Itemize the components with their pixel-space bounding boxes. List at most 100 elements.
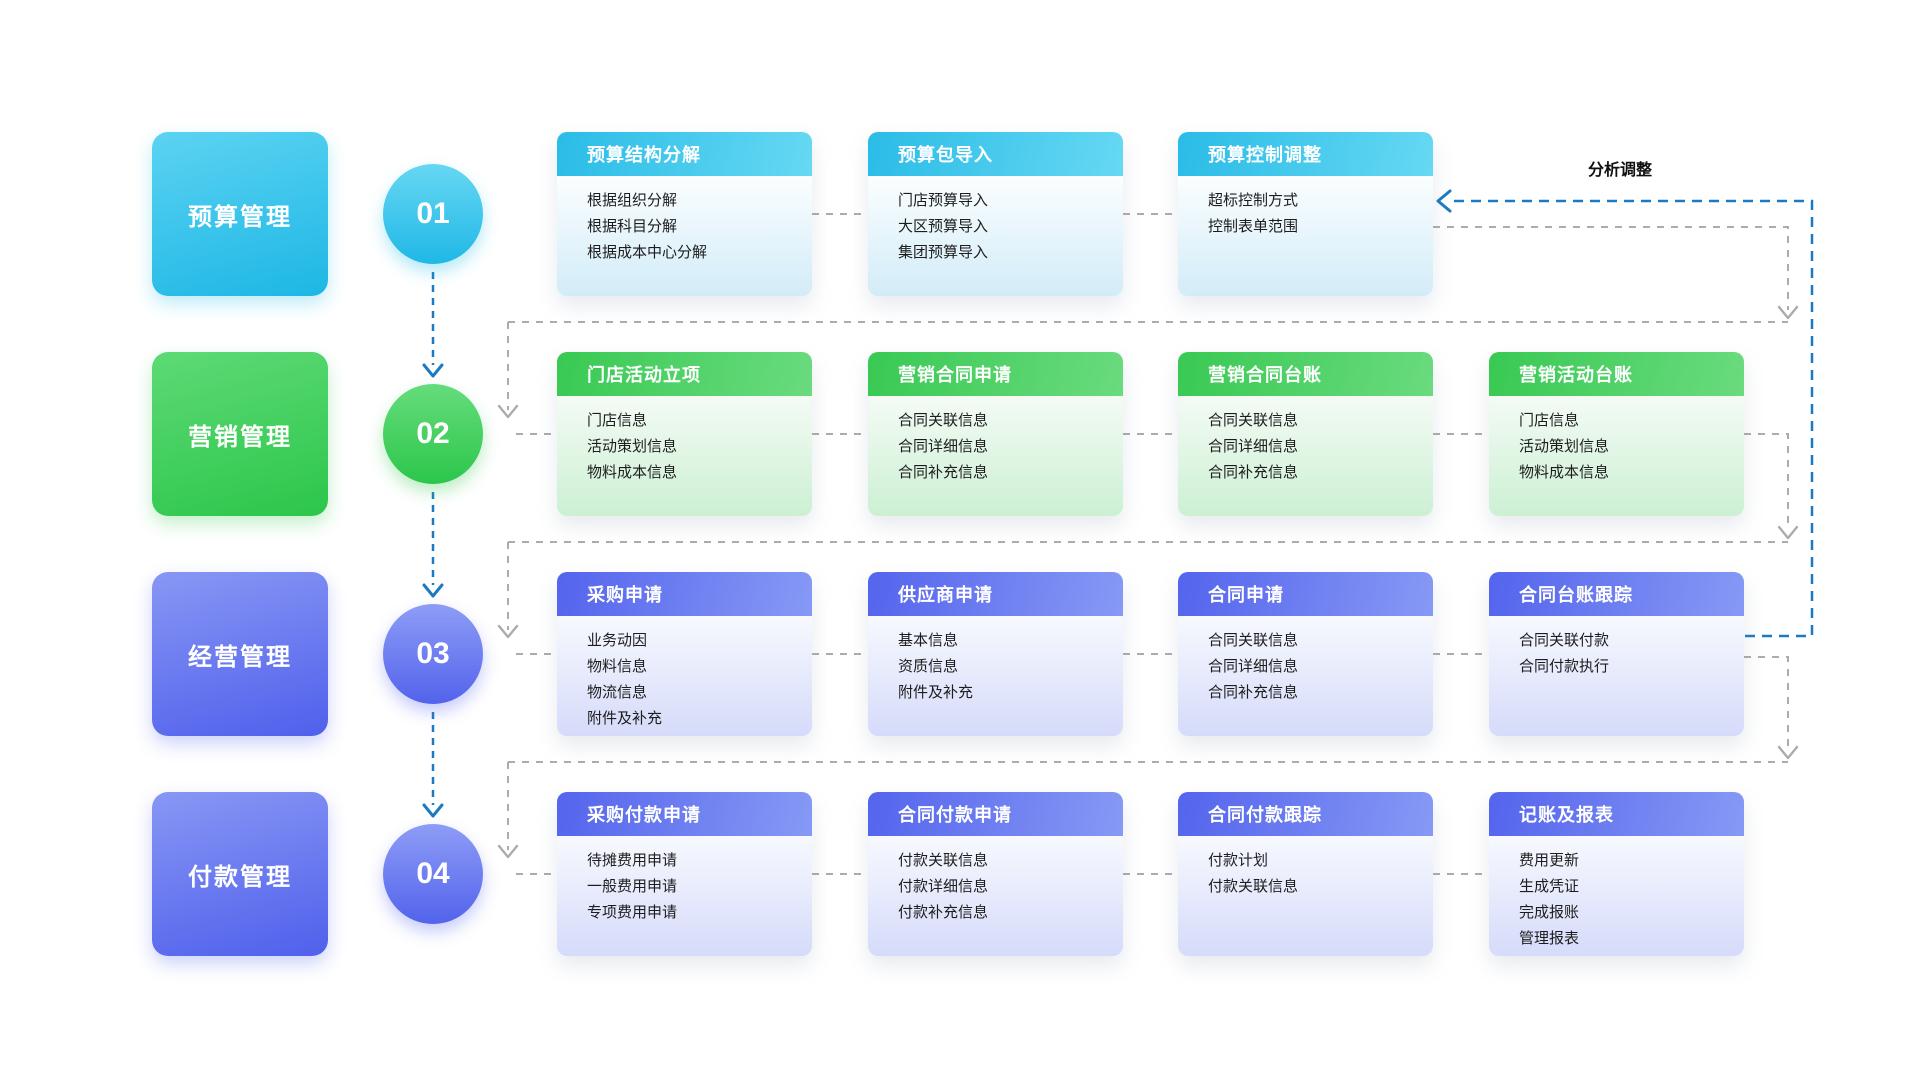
card-title: 门店活动立项 <box>557 352 812 396</box>
card-contract-payment-apply: 合同付款申请 付款关联信息 付款详细信息 付款补充信息 <box>868 792 1123 956</box>
card-item: 合同补充信息 <box>1208 684 1299 701</box>
card-item: 门店信息 <box>587 412 648 429</box>
stage-card-operations: 经营管理 <box>152 572 328 736</box>
stage-label: 经营管理 <box>188 643 292 671</box>
card-item: 附件及补充 <box>898 684 974 701</box>
card-item: 物料成本信息 <box>1519 464 1610 481</box>
card-title: 合同付款申请 <box>868 792 1123 836</box>
card-budget-structure: 预算结构分解 根据组织分解 根据科目分解 根据成本中心分解 <box>557 132 812 296</box>
card-item: 完成报账 <box>1519 904 1580 921</box>
arrow-down-icon <box>422 803 444 818</box>
card-body: 业务动因 物料信息 物流信息 附件及补充 <box>557 616 812 736</box>
card-item: 专项费用申请 <box>587 904 678 921</box>
card-item: 根据科目分解 <box>587 218 678 235</box>
arrow-down-icon <box>422 363 444 378</box>
card-body: 待摊费用申请 一般费用申请 专项费用申请 <box>557 836 812 956</box>
card-title: 采购付款申请 <box>557 792 812 836</box>
card-contract-payment-track: 合同付款跟踪 付款计划 付款关联信息 <box>1178 792 1433 956</box>
connector-r1-exit <box>1433 226 1789 310</box>
card-marketing-contract-apply: 营销合同申请 合同关联信息 合同详细信息 合同补充信息 <box>868 352 1123 516</box>
card-title: 营销合同台账 <box>1178 352 1433 396</box>
card-purchase-apply: 采购申请 业务动因 物料信息 物流信息 附件及补充 <box>557 572 812 736</box>
card-item: 根据组织分解 <box>587 192 678 209</box>
card-title: 合同付款跟踪 <box>1178 792 1433 836</box>
feedback-label: 分析调整 <box>1587 162 1652 179</box>
step-circle-04: 04 <box>383 824 483 924</box>
card-item: 资质信息 <box>898 658 959 675</box>
card-contract-apply: 合同申请 合同关联信息 合同详细信息 合同补充信息 <box>1178 572 1433 736</box>
card-body: 门店信息 活动策划信息 物料成本信息 <box>557 396 812 516</box>
card-item: 合同详细信息 <box>1208 658 1299 675</box>
card-item: 合同详细信息 <box>898 438 989 455</box>
card-body: 合同关联信息 合同详细信息 合同补充信息 <box>868 396 1123 516</box>
card-item: 合同关联信息 <box>1208 412 1299 429</box>
card-item: 超标控制方式 <box>1208 192 1299 209</box>
step-circle-01: 01 <box>383 164 483 264</box>
card-item: 合同关联信息 <box>1208 632 1299 649</box>
card-title: 合同台账跟踪 <box>1489 572 1744 616</box>
arrow-down-icon <box>1777 525 1799 540</box>
card-title: 合同申请 <box>1178 572 1433 616</box>
card-item: 门店信息 <box>1519 412 1580 429</box>
stage-label: 预算管理 <box>188 203 292 231</box>
card-item: 付款详细信息 <box>898 878 989 895</box>
card-title: 预算包导入 <box>868 132 1123 176</box>
card-item: 附件及补充 <box>587 710 663 727</box>
arrow-down-icon <box>497 624 519 639</box>
card-item: 物料信息 <box>587 658 648 675</box>
card-title: 预算控制调整 <box>1178 132 1433 176</box>
card-contract-ledger-track: 合同台账跟踪 合同关联付款 合同付款执行 <box>1489 572 1744 736</box>
card-item: 根据成本中心分解 <box>587 244 708 261</box>
arrow-down-icon <box>422 583 444 598</box>
card-item: 待摊费用申请 <box>587 852 678 869</box>
card-bookkeeping-reports: 记账及报表 费用更新 生成凭证 完成报账 管理报表 <box>1489 792 1744 956</box>
card-item: 基本信息 <box>898 632 959 649</box>
step-circle-03: 03 <box>383 604 483 704</box>
card-item: 物料成本信息 <box>587 464 678 481</box>
card-body: 根据组织分解 根据科目分解 根据成本中心分解 <box>557 176 812 296</box>
card-supplier-apply: 供应商申请 基本信息 资质信息 附件及补充 <box>868 572 1123 736</box>
connector-r3-exit <box>1744 656 1789 750</box>
card-item: 控制表单范围 <box>1208 218 1299 235</box>
arrow-down-icon <box>497 844 519 859</box>
stage-label: 付款管理 <box>188 863 292 891</box>
card-item: 物流信息 <box>587 684 648 701</box>
card-marketing-activity-ledger: 营销活动台账 门店信息 活动策划信息 物料成本信息 <box>1489 352 1744 516</box>
card-title: 供应商申请 <box>868 572 1123 616</box>
connector-r2-exit <box>1744 433 1789 530</box>
card-item: 合同补充信息 <box>898 464 989 481</box>
card-body: 合同关联付款 合同付款执行 <box>1489 616 1744 736</box>
card-item: 合同补充信息 <box>1208 464 1299 481</box>
card-title: 预算结构分解 <box>557 132 812 176</box>
card-purchase-payment-apply: 采购付款申请 待摊费用申请 一般费用申请 专项费用申请 <box>557 792 812 956</box>
card-item: 付款补充信息 <box>898 904 989 921</box>
card-body: 费用更新 生成凭证 完成报账 管理报表 <box>1489 836 1744 956</box>
stage-card-payment: 付款管理 <box>152 792 328 956</box>
card-item: 付款计划 <box>1208 852 1269 869</box>
card-body: 付款关联信息 付款详细信息 付款补充信息 <box>868 836 1123 956</box>
card-item: 合同付款执行 <box>1519 658 1610 675</box>
card-marketing-contract-ledger: 营销合同台账 合同关联信息 合同详细信息 合同补充信息 <box>1178 352 1433 516</box>
card-item: 合同详细信息 <box>1208 438 1299 455</box>
card-title: 营销活动台账 <box>1489 352 1744 396</box>
card-item: 管理报表 <box>1519 930 1580 947</box>
card-body: 合同关联信息 合同详细信息 合同补充信息 <box>1178 396 1433 516</box>
arrow-down-icon <box>497 404 519 419</box>
card-body: 门店预算导入 大区预算导入 集团预算导入 <box>868 176 1123 296</box>
card-item: 费用更新 <box>1519 852 1580 869</box>
arrow-down-icon <box>1777 305 1799 320</box>
arrow-left-icon <box>1436 189 1452 213</box>
card-item: 集团预算导入 <box>898 244 989 261</box>
arrow-down-icon <box>1777 745 1799 760</box>
card-body: 门店信息 活动策划信息 物料成本信息 <box>1489 396 1744 516</box>
card-store-activity-setup: 门店活动立项 门店信息 活动策划信息 物料成本信息 <box>557 352 812 516</box>
card-body: 超标控制方式 控制表单范围 <box>1178 176 1433 296</box>
card-item: 付款关联信息 <box>1208 878 1299 895</box>
step-circle-02: 02 <box>383 384 483 484</box>
stage-card-budget: 预算管理 <box>152 132 328 296</box>
step-number: 01 <box>416 197 450 230</box>
card-item: 业务动因 <box>587 632 648 649</box>
stage-label: 营销管理 <box>188 423 292 451</box>
card-item: 合同关联信息 <box>898 412 989 429</box>
card-body: 付款计划 付款关联信息 <box>1178 836 1433 956</box>
